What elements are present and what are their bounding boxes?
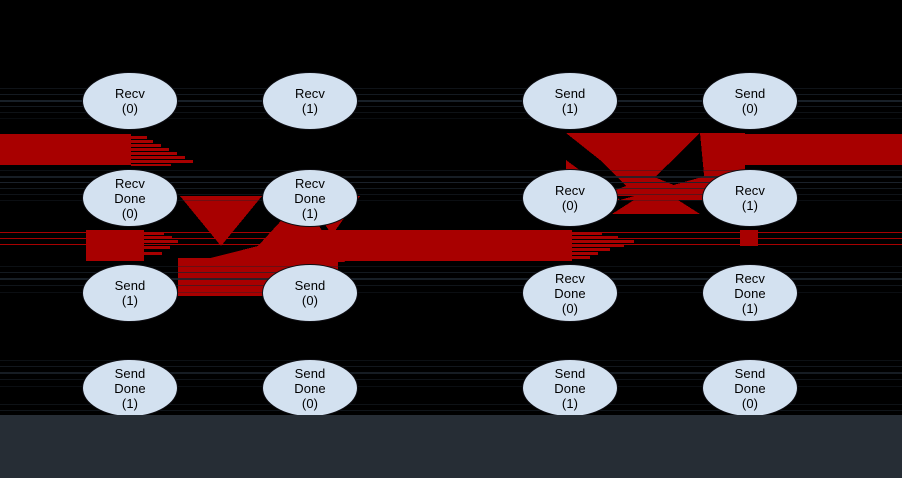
- graph-node-recv-0-mid[interactable]: Recv(0): [522, 169, 618, 227]
- node-label-line: (0): [301, 293, 319, 308]
- node-label-line: Done: [114, 380, 146, 396]
- node-label-line: Recv: [294, 86, 326, 101]
- graph-node-send-0-top[interactable]: Send(0): [702, 72, 798, 130]
- node-label-line: (1): [121, 293, 139, 308]
- node-label-line: (0): [741, 101, 759, 116]
- node-label-line: (0): [561, 198, 579, 213]
- node-label-line: Recv: [734, 270, 766, 286]
- node-label-line: (0): [121, 205, 139, 221]
- graph-node-recv-1[interactable]: Recv(1): [262, 72, 358, 130]
- node-label-line: Send: [554, 86, 586, 101]
- edge-band-mid-lower: [310, 230, 572, 261]
- node-label-line: Send: [554, 365, 586, 381]
- node-label-line: Done: [554, 380, 586, 396]
- node-label-line: Recv: [294, 175, 326, 191]
- node-label-line: Done: [734, 380, 766, 396]
- graph-node-send-1[interactable]: Send(1): [82, 264, 178, 322]
- node-label-line: Recv: [554, 270, 586, 286]
- node-label-line: (1): [561, 101, 579, 116]
- graph-node-recv-0[interactable]: Recv(0): [82, 72, 178, 130]
- edge-band-group: [0, 134, 902, 261]
- node-label-line: Done: [294, 380, 326, 396]
- edge-band-right-upper: [742, 134, 902, 165]
- graph-node-send-0[interactable]: Send(0): [262, 264, 358, 322]
- node-label-line: Send: [114, 365, 146, 381]
- node-label-line: (0): [301, 395, 319, 411]
- node-label-line: (1): [121, 395, 139, 411]
- node-label-line: Send: [294, 365, 326, 381]
- node-label-line: (1): [561, 395, 579, 411]
- node-label-line: (0): [121, 101, 139, 116]
- node-label-line: (1): [301, 205, 319, 221]
- node-label-line: Recv: [114, 86, 146, 101]
- node-label-line: Recv: [554, 183, 586, 198]
- node-label-line: (0): [561, 300, 579, 316]
- node-label-line: Send: [734, 365, 766, 381]
- node-label-line: Done: [294, 190, 326, 206]
- node-label-line: Recv: [734, 183, 766, 198]
- node-label-line: Send: [114, 278, 146, 293]
- node-label-line: Done: [114, 190, 146, 206]
- node-label-line: (1): [741, 300, 759, 316]
- graph-node-send-1-top[interactable]: Send(1): [522, 72, 618, 130]
- node-label-line: Done: [734, 285, 766, 301]
- node-label-line: (0): [741, 395, 759, 411]
- node-label-line: Done: [554, 285, 586, 301]
- edge-hairline-group: [0, 146, 902, 245]
- node-label-line: (1): [301, 101, 319, 116]
- node-label-line: (1): [741, 198, 759, 213]
- node-label-line: Send: [294, 278, 326, 293]
- graph-node-recv-1-mid[interactable]: Recv(1): [702, 169, 798, 227]
- node-label-line: Send: [734, 86, 766, 101]
- edge-band-left-upper: [0, 134, 131, 165]
- status-strip: [0, 415, 902, 478]
- edge-band-left-lower: [86, 230, 144, 261]
- node-label-line: Recv: [114, 175, 146, 191]
